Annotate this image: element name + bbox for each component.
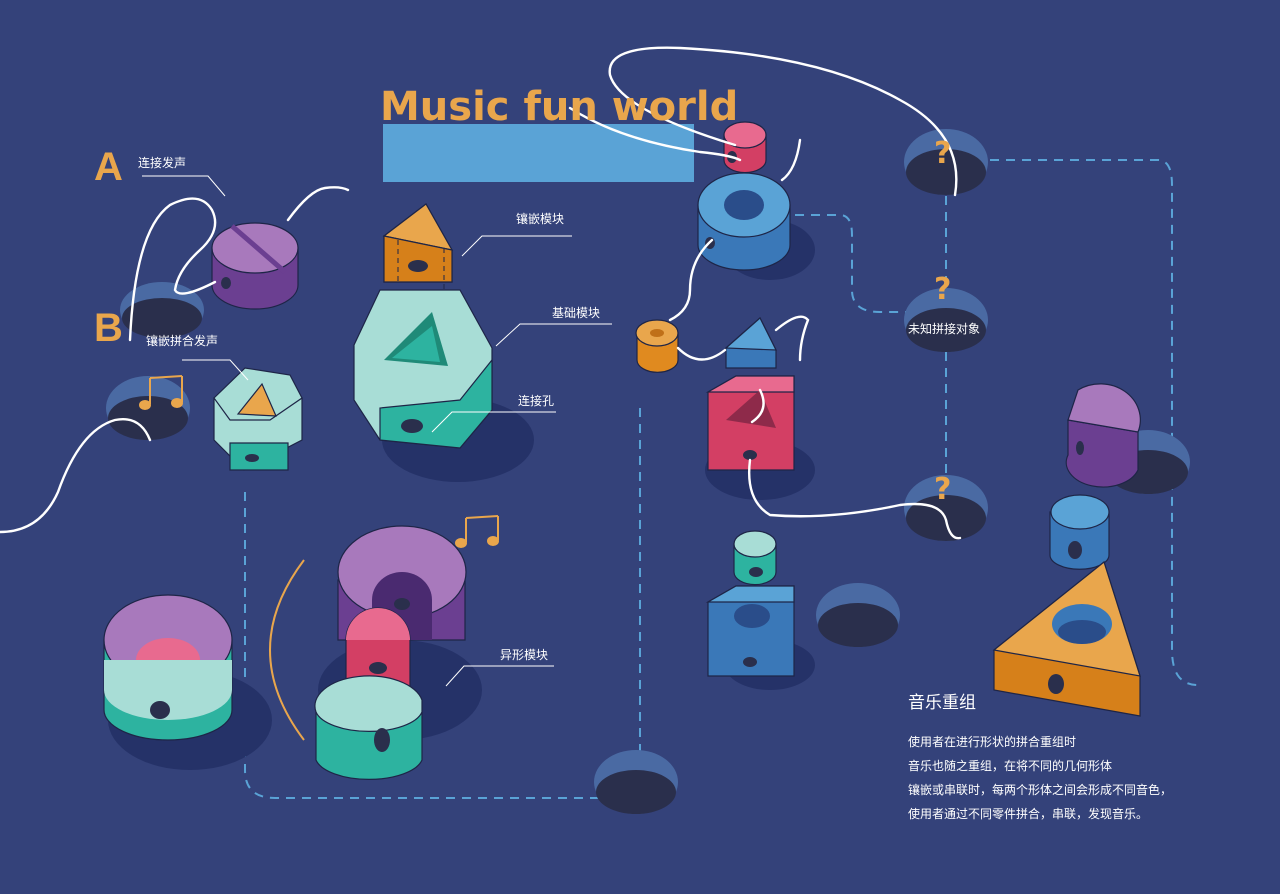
label-connect-hole: 连接孔 (518, 394, 555, 408)
wire-top (568, 46, 958, 197)
label-connect-sound: 连接发声 (138, 156, 187, 170)
small-hex-module (213, 367, 303, 471)
teal-purple-cylinder (103, 594, 233, 741)
music-note-center-icon (455, 515, 499, 548)
pink-box (705, 375, 795, 471)
hole-a (120, 282, 204, 338)
leader-inlay (461, 235, 572, 257)
hole-right-middle (816, 583, 900, 647)
leader-hole (431, 411, 556, 433)
label-unknown-object: 未知拼接对象 (908, 322, 981, 336)
description-line-4: 使用者通过不同零件拼合，串联，发现音乐。 (908, 807, 1149, 821)
leader-odd (445, 665, 554, 687)
description-line-3: 镶嵌或串联时，每两个形体之间会形成不同音色， (908, 783, 1173, 797)
hole-bottom-center (594, 750, 678, 814)
label-inlay-sound: 镶嵌拼合发声 (146, 334, 219, 348)
description-line-2: 音乐也随之重组，在将不同的几何形体 (908, 759, 1113, 773)
teal-cut-cylinder (314, 675, 423, 780)
wire-left (0, 418, 152, 534)
hole-top-right (904, 129, 988, 195)
question-mark-3: ? (934, 472, 952, 507)
purple-split-cylinder (211, 222, 299, 310)
section-heading: 音乐重组 (908, 693, 976, 713)
title-bar (383, 124, 694, 182)
question-mark-1: ? (934, 136, 952, 171)
dashed-connector-far-right (990, 159, 1199, 686)
blue-cylinder-right (1049, 494, 1110, 570)
orange-small-cylinder (635, 319, 679, 373)
label-b-letter: B (94, 306, 123, 350)
question-mark-2: ? (934, 272, 952, 307)
label-base-module: 基础模块 (552, 306, 601, 320)
hole-middle-right (904, 288, 988, 352)
music-note-left-icon (139, 375, 183, 410)
label-a-letter: A (94, 145, 123, 189)
wire-right (748, 458, 962, 540)
orange-arc (269, 559, 305, 741)
big-hex-module (353, 240, 493, 449)
leader-a (142, 175, 226, 197)
mint-small-cylinder (733, 530, 777, 586)
page-title: Music fun world (380, 84, 739, 130)
label-inlay-module: 镶嵌模块 (516, 212, 565, 226)
dashed-connector-left (244, 492, 630, 799)
purple-half-cylinder (1065, 383, 1141, 488)
big-orange-triangle (992, 560, 1141, 717)
blue-ring (697, 172, 791, 271)
blue-small-triangle (724, 317, 777, 369)
wire-center (668, 138, 810, 424)
leader-b (182, 359, 249, 381)
dashed-connector-right-top (795, 214, 910, 313)
description-line-1: 使用者在进行形状的拼合重组时 (908, 735, 1077, 749)
blue-box (705, 585, 795, 677)
label-odd-module: 异形模块 (500, 648, 549, 662)
wire-a (128, 186, 350, 342)
orange-triangle-prism (382, 203, 454, 283)
leader-base (495, 323, 612, 347)
pink-arch-block (345, 607, 411, 691)
